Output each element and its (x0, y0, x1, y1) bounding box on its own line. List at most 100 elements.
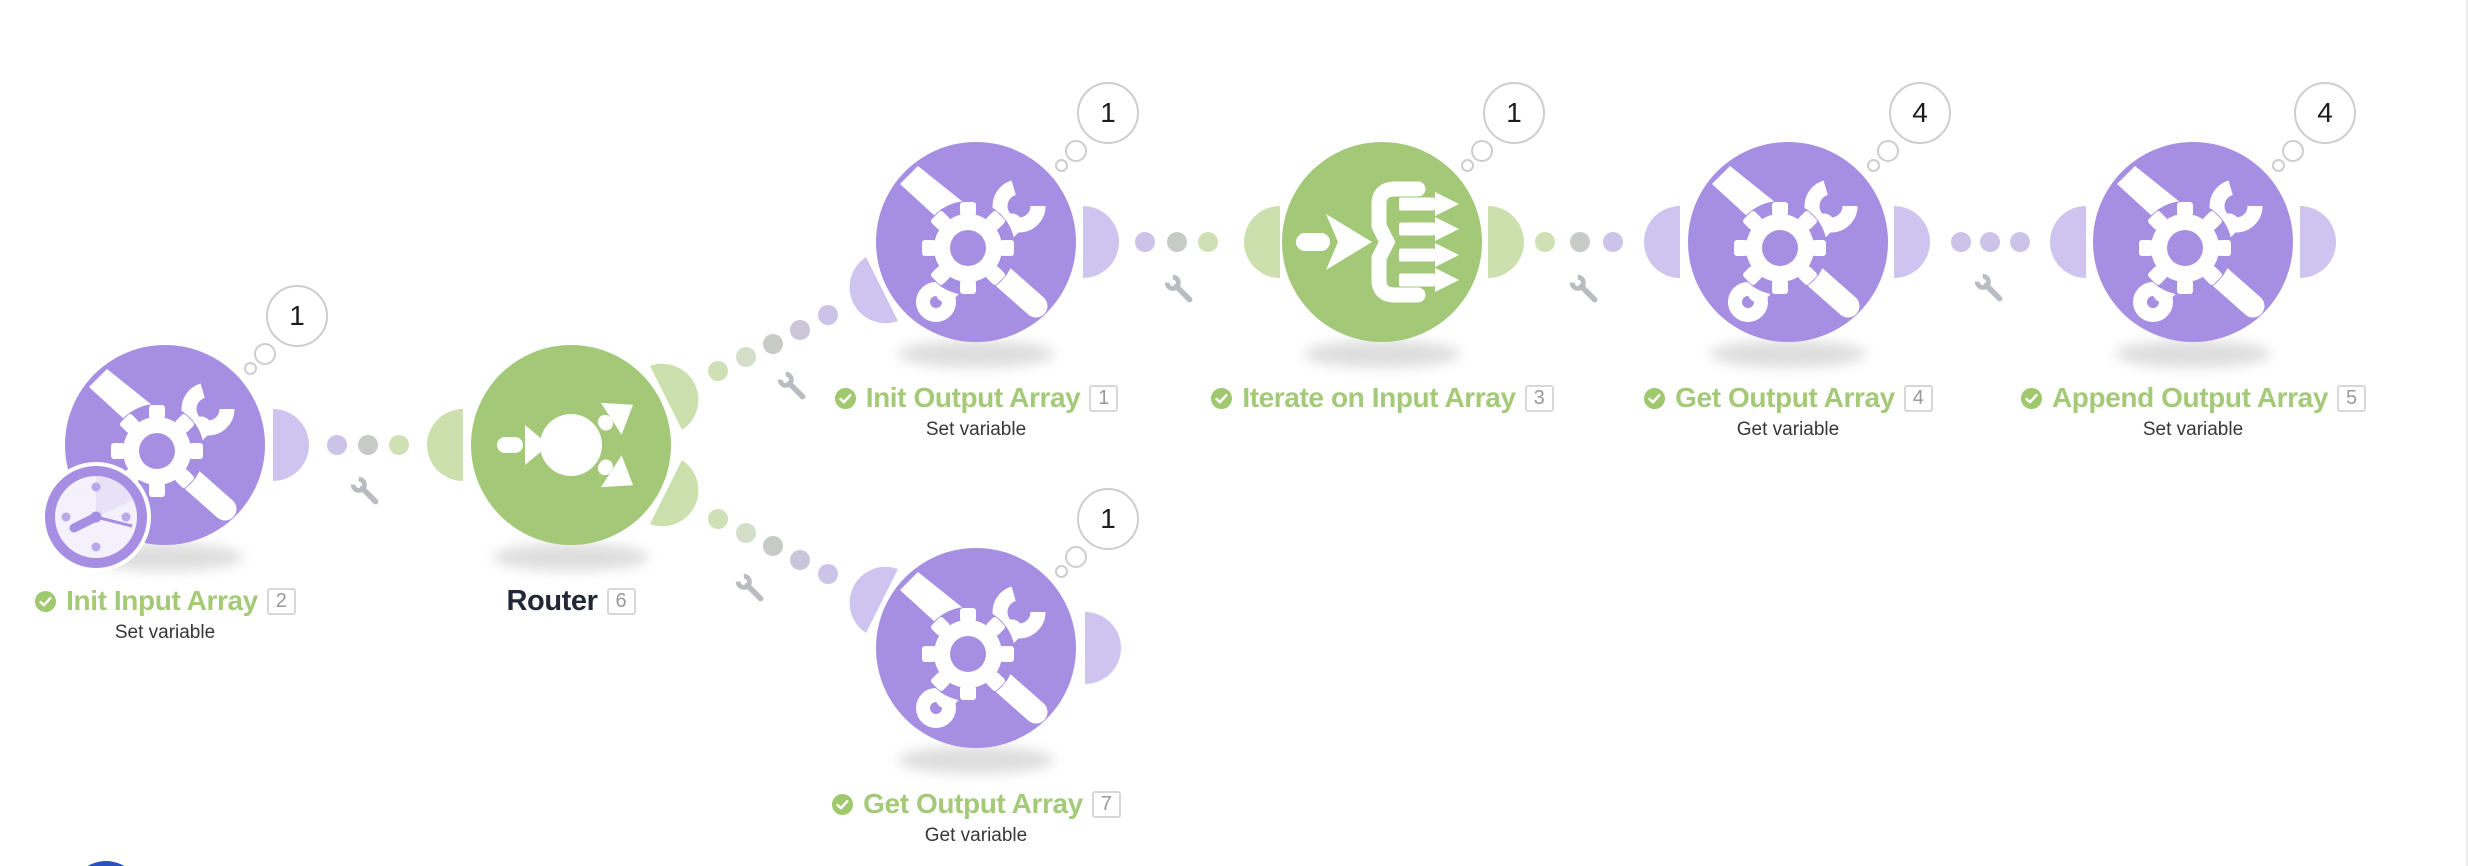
module-circle-append-output-array[interactable] (2093, 142, 2293, 342)
connection-iterator-to-get-output (1488, 206, 1680, 300)
connection-dot (327, 435, 347, 455)
success-check-icon (833, 386, 857, 410)
badge-trail-bubble (2282, 140, 2304, 162)
module-subtitle: Get variable (924, 825, 1028, 846)
connection-dot (1535, 232, 1555, 252)
connection-settings-wrench-icon[interactable] (1977, 276, 1999, 298)
bottom-edge-blue-button[interactable] (70, 861, 142, 866)
connection-dot (1980, 232, 2000, 252)
module-circle-iterator[interactable] (1282, 142, 1482, 342)
tools-icon (876, 548, 1076, 748)
port-out[interactable] (650, 363, 699, 430)
module-subtitle: Set variable (2142, 419, 2244, 440)
badge-trail-bubble (1471, 140, 1493, 162)
iterator-icon (1282, 142, 1482, 342)
connection-init-input-to-router (273, 409, 463, 502)
connection-settings-wrench-icon[interactable] (1572, 277, 1594, 299)
connection-dot (736, 347, 756, 367)
port-out-append[interactable] (2300, 206, 2336, 278)
tools-icon (2093, 142, 2293, 342)
module-name: Iterate on Input Array (1242, 382, 1516, 413)
module-name: Router (506, 585, 598, 617)
connection-settings-wrench-icon[interactable] (1167, 277, 1189, 299)
port-out[interactable] (650, 460, 699, 527)
badge-trail-bubble (1055, 565, 1068, 578)
router-icon (497, 388, 644, 502)
module-name: Init Output Array (865, 382, 1081, 413)
module-router: Router 6 (471, 345, 671, 617)
module-append-output-array: 4 Append Output Array 5 Set variable (2019, 82, 2367, 440)
module-subtitle: Set variable (114, 622, 216, 643)
module-get-output-array: 4 Get Output Array 4 Get variable (1643, 82, 1951, 440)
port-in[interactable] (2050, 206, 2086, 278)
module-number: 3 (1524, 384, 1554, 412)
success-check-icon (1643, 386, 1667, 410)
connection-dot (790, 320, 810, 340)
connection-dot (1603, 232, 1623, 252)
module-circle-router[interactable] (471, 345, 671, 545)
tools-icon (1688, 142, 1888, 342)
connection-dot (1167, 232, 1187, 252)
success-check-icon (2019, 386, 2043, 410)
module-name: Append Output Array (2051, 382, 2329, 413)
badge-trail-bubble (2272, 159, 2285, 172)
badge-trail-bubble (244, 362, 257, 375)
port-out[interactable] (1894, 206, 1930, 278)
port-out[interactable] (273, 409, 309, 481)
port-out[interactable] (1488, 206, 1524, 278)
connection-dot (708, 361, 728, 381)
module-subtitle: Get variable (1736, 419, 1840, 440)
success-check-icon (1210, 386, 1234, 410)
module-number: 4 (1903, 384, 1933, 412)
operations-count-badge[interactable]: 1 (1483, 82, 1545, 144)
tools-icon (876, 142, 1076, 342)
module-circle-get-output-array[interactable] (1688, 142, 1888, 342)
badge-trail-bubble (1867, 159, 1880, 172)
connection-dot (763, 536, 783, 556)
port-out[interactable] (1083, 206, 1119, 278)
badge-trail-bubble (1461, 159, 1474, 172)
schedule-clock-icon[interactable] (36, 457, 156, 577)
badge-trail-bubble (254, 343, 276, 365)
connection-dot (2010, 232, 2030, 252)
port-in[interactable] (427, 409, 463, 481)
connection-settings-wrench-icon[interactable] (353, 479, 375, 501)
success-check-icon (34, 589, 58, 613)
port-in[interactable] (849, 566, 898, 633)
connection-router-to-get-output-7 (650, 460, 898, 633)
module-iterate-on-input-array: 1 Iterate on Input Array 3 (1210, 82, 1554, 413)
connection-dot (389, 435, 409, 455)
operations-count-badge[interactable]: 4 (2294, 82, 2356, 144)
module-name: Get Output Array (1675, 382, 1895, 413)
module-init-input-array: 1 Init Input Array 2 Set variable (34, 285, 328, 643)
module-number: 7 (1091, 790, 1121, 818)
operations-count-badge[interactable]: 1 (1077, 82, 1139, 144)
connection-dot (818, 564, 838, 584)
port-out-get-output-7[interactable] (1085, 612, 1121, 684)
success-check-icon (831, 792, 855, 816)
connection-dot (1570, 232, 1590, 252)
module-number: 1 (1089, 384, 1119, 412)
badge-trail-bubble (1065, 140, 1087, 162)
connection-dot (1198, 232, 1218, 252)
connection-get-output-to-append (1894, 206, 2086, 299)
module-circle-init-output-array[interactable] (876, 142, 1076, 342)
module-circle-get-output-array-7[interactable] (876, 548, 1076, 748)
port-in[interactable] (1644, 206, 1680, 278)
operations-count-badge[interactable]: 4 (1889, 82, 1951, 144)
port-in[interactable] (849, 257, 898, 324)
port-in[interactable] (1244, 206, 1280, 278)
connection-dot (818, 305, 838, 325)
connection-dot (1951, 232, 1971, 252)
connection-router-to-init-output (650, 257, 898, 430)
operations-count-badge[interactable]: 1 (1077, 488, 1139, 550)
connection-init-output-to-iterator (1083, 206, 1280, 300)
connection-dot (358, 435, 378, 455)
connection-dot (708, 509, 728, 529)
badge-trail-bubble (1055, 159, 1068, 172)
badge-trail-bubble (1065, 546, 1087, 568)
module-name: Get Output Array (863, 788, 1083, 819)
module-number: 6 (606, 588, 636, 615)
module-name: Init Input Array (66, 585, 258, 616)
operations-count-badge[interactable]: 1 (266, 285, 328, 347)
